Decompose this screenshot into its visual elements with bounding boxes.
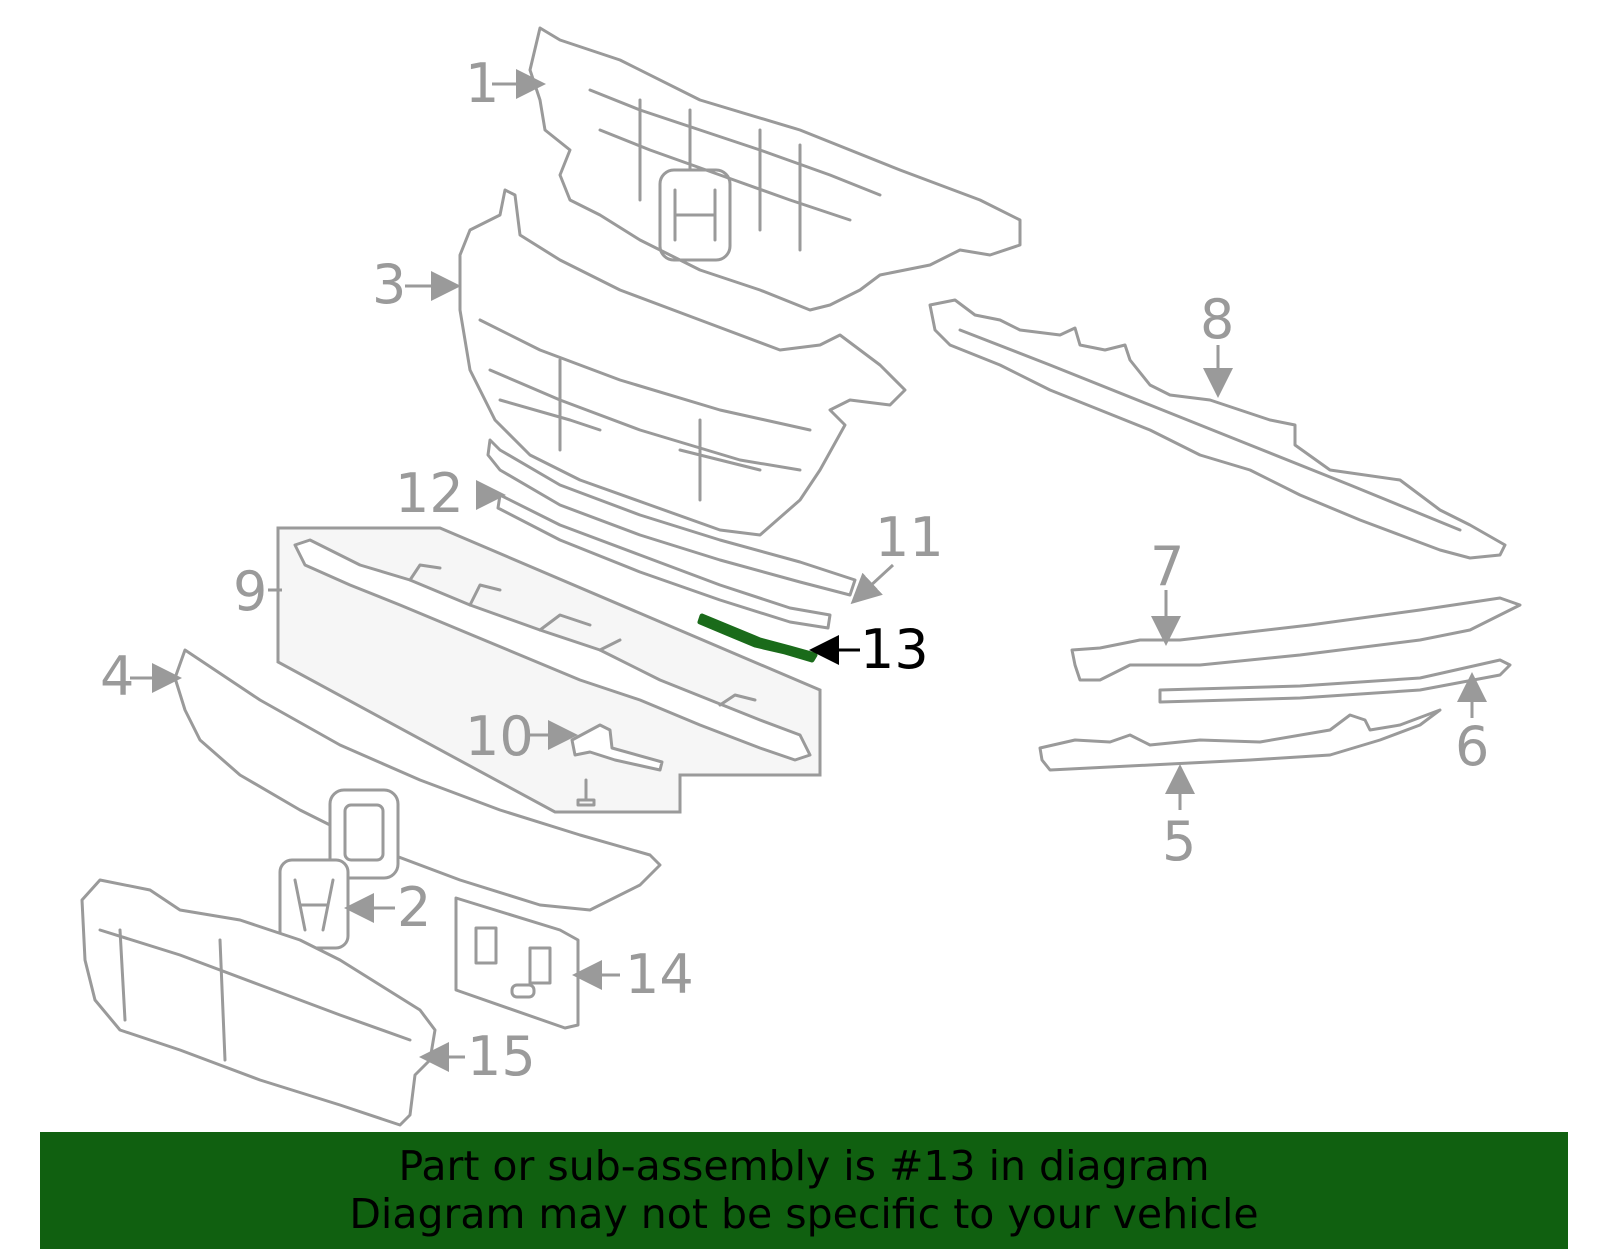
- callout-labels: 1 2 3 4 5 6 7 8 9 10 11 12 13 14 15: [100, 52, 1489, 1088]
- leader-lines: [130, 69, 1487, 1072]
- part-14-license-bracket: [454, 896, 580, 1030]
- callout-8: 8: [1200, 288, 1234, 351]
- part-7-side-bracket: [1070, 596, 1522, 682]
- callout-2: 2: [397, 876, 431, 939]
- callout-11: 11: [875, 506, 944, 569]
- part-10-bracket: [570, 723, 664, 807]
- part-5-lower-strip: [1038, 708, 1442, 772]
- part-11-strip: [496, 493, 832, 630]
- callout-6: 6: [1455, 715, 1489, 778]
- part-15-bracket-assembly: [80, 878, 437, 1127]
- callout-4: 4: [100, 645, 134, 708]
- callout-1: 1: [465, 52, 499, 115]
- footer-part-note: Part or sub-assembly is #13 in diagram: [398, 1142, 1210, 1190]
- callout-12: 12: [395, 462, 464, 525]
- part-12-molding: [486, 438, 857, 597]
- callout-13: 13: [860, 618, 929, 681]
- callout-7: 7: [1150, 535, 1184, 598]
- footer-disclaimer: Diagram may not be specific to your vehi…: [349, 1190, 1259, 1238]
- part-1-upper-grille-frame: [528, 26, 1022, 312]
- callout-9: 9: [233, 560, 267, 623]
- part-6-trim-strip: [1158, 658, 1512, 704]
- part-2-emblem: [278, 858, 350, 950]
- callout-15: 15: [467, 1025, 536, 1088]
- part-3-grille: [458, 188, 907, 537]
- part-9-lower-bar-panel: [276, 526, 822, 814]
- callout-14: 14: [625, 943, 694, 1006]
- callout-10: 10: [465, 705, 534, 768]
- part-4-lower-molding: [173, 648, 662, 912]
- part-8-upper-beam: [928, 298, 1507, 560]
- callout-5: 5: [1162, 810, 1196, 873]
- callout-3: 3: [372, 253, 406, 316]
- footer-banner: Part or sub-assembly is #13 in diagram D…: [40, 1132, 1568, 1249]
